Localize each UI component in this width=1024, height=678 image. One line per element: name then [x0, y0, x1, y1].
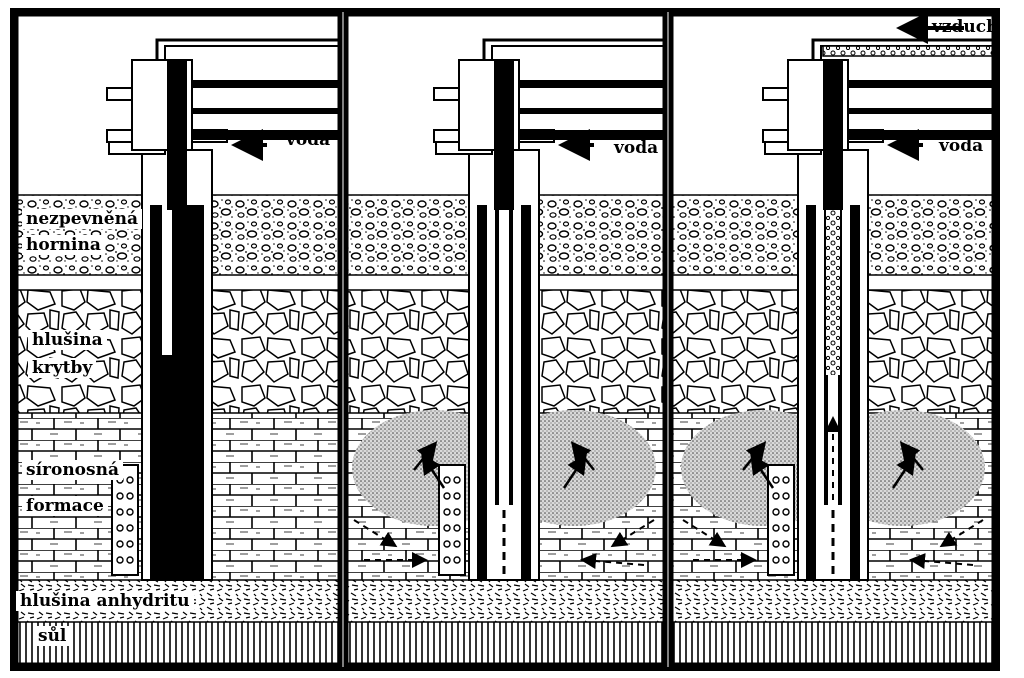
perforation-hole — [443, 524, 451, 532]
perforation-hole — [772, 476, 780, 484]
label-unconsolidated-rock-2: hornina — [22, 235, 105, 255]
panel-frame — [13, 11, 343, 668]
perforation-hole — [453, 476, 461, 484]
sulfur-flow-arrow — [891, 453, 916, 489]
sulfur-flow-arrow — [562, 453, 587, 489]
supply-pipe — [192, 80, 340, 88]
pipe-wall-left — [806, 205, 816, 580]
perforated-section — [111, 464, 139, 576]
outer-frame — [10, 8, 1000, 671]
panel-2 — [343, 11, 668, 668]
perforation-hole — [782, 508, 790, 516]
wellhead-riser — [494, 60, 514, 210]
perforation-hole — [772, 492, 780, 500]
label-water-panel-1: voda — [286, 130, 331, 150]
inner-pipe-left — [495, 205, 499, 505]
water-flow-arrow — [682, 519, 727, 548]
pipe-wall-left — [477, 205, 487, 580]
sulfur-flow-arrow — [421, 453, 446, 489]
perforation-hole — [782, 524, 790, 532]
perforation-hole — [116, 508, 124, 516]
perforation-hole — [772, 524, 780, 532]
panel-3 — [668, 11, 997, 668]
label-air: vzduch — [932, 17, 999, 37]
perforation-hole — [772, 540, 780, 548]
perforation-hole — [126, 524, 134, 532]
perforation-hole — [126, 476, 134, 484]
wellhead-riser — [823, 60, 843, 210]
label-sulfur-formation: síronosná — [22, 460, 123, 480]
layer-salt — [346, 622, 665, 665]
air-line — [822, 45, 995, 57]
sulfur-flow-arrow — [750, 453, 775, 489]
layer-salt — [671, 622, 994, 665]
inner-pipe-highlight — [162, 205, 172, 355]
layer-anhydrite — [346, 580, 665, 622]
water-supply-pipe — [848, 130, 994, 140]
perforated-section — [438, 464, 466, 576]
perforation-hole — [782, 540, 790, 548]
water-supply-pipe — [519, 130, 665, 140]
label-barren-cover-2: krytby — [28, 358, 97, 378]
perforation-hole — [772, 508, 780, 516]
return-pipe — [155, 38, 340, 60]
return-pipe — [811, 38, 994, 60]
water-flow-arrow — [353, 519, 398, 548]
perforation-hole — [126, 492, 134, 500]
air-bubbles — [826, 205, 840, 375]
perforation-hole — [782, 476, 790, 484]
perforation-hole — [116, 492, 124, 500]
perforation-hole — [126, 508, 134, 516]
supply-pipe — [192, 108, 340, 114]
label-water-panel-2: voda — [614, 138, 659, 158]
perforation-hole — [453, 508, 461, 516]
perforation-hole — [453, 540, 461, 548]
return-pipe — [491, 45, 665, 60]
perforated-section — [767, 464, 795, 576]
label-unconsolidated-rock: nezpevněná — [22, 209, 142, 229]
pipe-wall-right — [521, 205, 531, 580]
panel-frame — [668, 11, 997, 668]
wellhead-riser — [167, 60, 187, 210]
return-pipe — [164, 45, 340, 60]
supply-pipe — [519, 108, 665, 114]
pipe-wall-right — [850, 205, 860, 580]
water-flow-arrow — [939, 519, 984, 548]
perforation-hole — [453, 524, 461, 532]
supply-pipe — [848, 80, 994, 88]
perforation-hole — [782, 556, 790, 564]
label-water-panel-3: voda — [939, 136, 984, 156]
perforation-hole — [772, 556, 780, 564]
label-barren-cover: hlušina — [28, 330, 107, 350]
perforation-hole — [443, 556, 451, 564]
perforation-hole — [782, 492, 790, 500]
water-flow-arrow — [610, 519, 655, 548]
perforation-hole — [453, 492, 461, 500]
label-anhydrite-barren: hlušina anhydritu — [16, 591, 194, 611]
perforation-hole — [116, 556, 124, 564]
perforation-hole — [443, 508, 451, 516]
sulfur-filled-pipe — [150, 205, 204, 580]
label-salt: sůl — [34, 626, 71, 646]
label-sulfur-formation-2: formace — [22, 496, 108, 516]
perforation-hole — [443, 492, 451, 500]
perforation-hole — [443, 476, 451, 484]
supply-pipe — [519, 80, 665, 88]
perforation-hole — [116, 540, 124, 548]
return-pipe — [482, 38, 665, 60]
perforation-hole — [443, 540, 451, 548]
perforation-hole — [126, 540, 134, 548]
perforation-hole — [453, 556, 461, 564]
layer-anhydrite — [671, 580, 994, 622]
panel-frame — [343, 11, 668, 668]
supply-pipe — [848, 108, 994, 114]
water-supply-pipe — [192, 130, 340, 140]
perforation-hole — [126, 556, 134, 564]
inner-pipe-right — [509, 205, 513, 505]
perforation-hole — [116, 524, 124, 532]
